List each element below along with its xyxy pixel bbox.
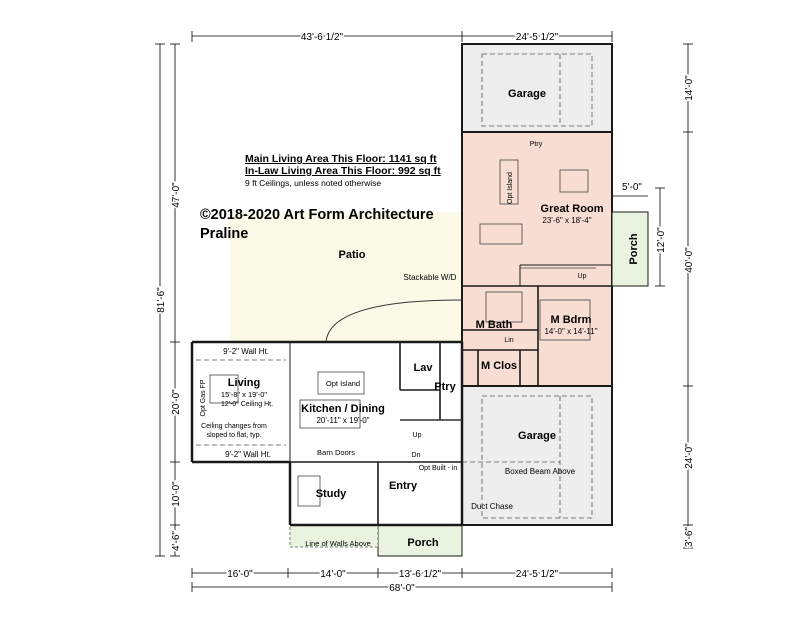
label-great-room-size: 23'-6" x 18'-4" [542,216,591,225]
inlaw-area [461,131,613,387]
label-opt-built-in: Opt Built - in [419,465,458,472]
label-garage-bottom: Garage [518,430,556,442]
label-opt-island: Opt Island [326,379,360,388]
dim-right-bottom: 3'-6" [684,527,695,547]
label-wall-ht-bottom: 9'-2" Wall Ht. [225,450,271,459]
label-up-top: Up [578,273,587,280]
main-area-label: Main Living Area This Floor: 1141 sq ft [245,153,437,165]
label-patio: Patio [339,249,366,261]
label-entry: Entry [389,480,418,492]
label-lav: Lav [414,362,434,374]
label-ceiling-note-1: Ceiling changes from [201,423,267,430]
porch-right-area [611,211,649,287]
label-lin: Lin [504,337,513,344]
label-garage-top: Garage [508,88,546,100]
label-kitchen-size: 20'-11" x 19'-0" [316,416,369,425]
label-living-ceiling: 12'-0" Ceiling Ht. [221,401,273,408]
dimension-labels: 43'-6 1/2" 24'-5 1/2" 16'-0" 14'-0" 13'-… [155,31,697,596]
dim-top-right: 24'-5 1/2" [516,32,559,43]
dim-left-living: 20'-0" [171,389,182,415]
inlaw-area-label: In-Law Living Area This Floor: 992 sq ft [245,165,441,177]
label-ceiling-note-2: sloped to flat, typ. [207,432,262,439]
dim-bottom-4: 24'-5 1/2" [516,569,559,580]
dim-bottom-3: 13'-6 1/2" [399,569,442,580]
garage-bottom-area [461,385,613,526]
dim-top-left: 43'-6 1/2" [301,32,344,43]
label-m-bath: M Bath [476,319,513,331]
label-line-walls: Line of Walls Above [305,539,371,548]
label-porch-right: Porch [628,233,640,264]
label-m-bdrm: M Bdrm [551,314,592,326]
label-ptry-top: Ptry [530,141,543,148]
dim-left-study: 10'-0" [171,481,182,507]
room-labels: Garage Ptry Opt Island Great Room 23'-6"… [200,88,640,549]
garage-hatching [196,53,593,519]
label-duct-chase: Duct Chase [471,502,513,511]
label-ptry: Ptry [434,381,456,393]
furniture [209,159,596,507]
study-porch-area [289,524,379,548]
dim-bottom-total: 68'-0" [389,583,415,594]
dim-left-outer: 81'-6" [156,287,167,313]
label-stackable: Stackable W/D [404,273,457,282]
dim-bottom-1: 16'-0" [227,569,253,580]
label-wall-ht-top: 9'-2" Wall Ht. [223,347,269,356]
label-porch-front: Porch [407,537,438,549]
patio-curve [325,299,463,343]
project-name: Praline [200,226,249,242]
dim-bottom-2: 14'-0" [320,569,346,580]
garage-top-area [461,43,613,133]
label-up: Up [413,432,422,439]
label-opt-island-top: Opt Island [507,172,514,204]
label-opt-gas-fp: Opt Gas FP [200,379,207,416]
patio-area [230,212,462,342]
walls [190,264,612,527]
dim-right-garage-top: 14'-0" [684,75,695,101]
ceiling-note: 9 ft Ceilings, unless noted otherwise [245,178,382,188]
label-m-clos: M Clos [481,360,517,372]
dim-left-porch: 4'-6" [171,531,182,551]
label-barn-doors: Barn Doors [317,448,355,457]
label-boxed-beam: Boxed Beam Above [505,467,576,476]
dim-porch-depth: 5'-0" [622,182,642,193]
dim-right-inlaw: 40'-0" [684,247,695,273]
dimension-lines [155,31,693,592]
dim-porch-width: 12'-0" [656,227,667,253]
porch-front-area [377,524,463,557]
label-living-size: 15'-8" x 19'-0" [221,390,267,399]
label-m-bdrm-size: 14'-0" x 14'-11" [544,327,597,336]
copyright-label: ©2018-2020 Art Form Architecture [200,207,434,223]
dim-left-inner: 47'-0" [171,182,182,208]
label-great-room: Great Room [541,203,604,215]
dim-right-garage-bottom: 24'-0" [684,443,695,469]
label-study: Study [316,488,347,500]
label-kitchen: Kitchen / Dining [301,403,385,415]
label-living: Living [228,377,260,389]
label-dn: Dn [412,452,421,459]
